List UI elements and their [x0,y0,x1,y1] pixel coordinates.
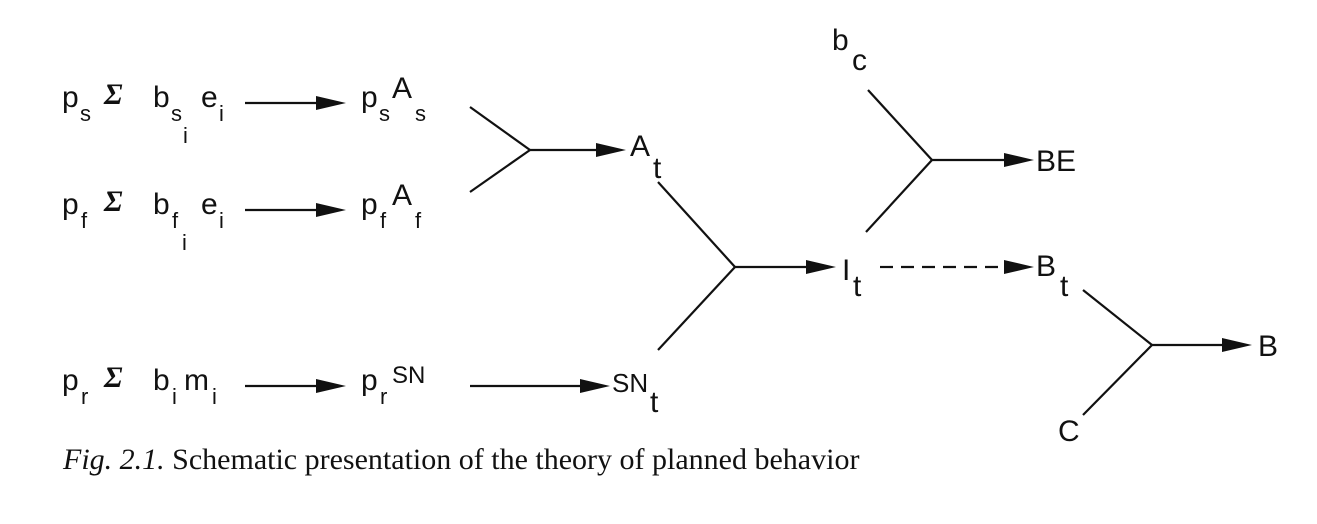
svg-text:BE: BE [1036,145,1076,178]
figure-caption: Fig. 2.1. Schematic presentation of the … [63,443,859,477]
svg-text:f: f [380,208,387,233]
svg-text:e: e [201,188,218,221]
svg-text:t: t [650,386,659,419]
arrowhead [316,96,346,110]
node-At: A t [630,130,662,185]
svg-text:t: t [1060,270,1069,303]
svg-text:s: s [379,101,390,126]
edge-It-join [865,159,933,233]
node-pr-sum-bi-mi: p r Σ b i m i [62,361,217,409]
node-pf-sum-bfi-ei: p f Σ b f i e i [62,185,224,255]
svg-text:B: B [1258,330,1278,363]
node-Bt: B t [1036,250,1069,303]
edge-Bt-join [1082,289,1153,346]
svg-text:SN: SN [392,362,425,389]
svg-text:A: A [392,72,412,105]
node-ps-sum-bsi-ei: p s Σ b s i e i [62,78,224,148]
svg-text:i: i [172,384,177,409]
svg-text:p: p [361,188,378,221]
svg-text:b: b [153,364,170,397]
node-It: I t [842,254,862,303]
svg-text:i: i [219,101,224,126]
svg-text:p: p [361,364,378,397]
sigma-symbol: Σ [103,361,123,394]
arrowhead [1004,260,1034,274]
arrowhead [580,379,610,393]
svg-text:i: i [219,208,224,233]
svg-text:b: b [153,188,170,221]
svg-text:m: m [184,364,209,397]
node-BE: BE [1036,145,1076,178]
arrowhead [316,203,346,217]
arrowhead [1004,153,1034,167]
figure-label: Fig. 2.1. [63,443,165,476]
arrowhead [1222,338,1252,352]
sigma-symbol: Σ [103,185,123,218]
svg-text:SN: SN [612,368,648,398]
arrowhead [806,260,836,274]
svg-text:r: r [81,384,88,409]
svg-text:p: p [361,81,378,114]
svg-text:f: f [81,208,88,233]
edge-psAs-join [469,106,531,151]
edge-bc-join [867,89,933,161]
arrowhead [596,143,626,157]
edge-C-join [1082,344,1153,416]
svg-text:t: t [653,152,662,185]
sigma-symbol: Σ [103,78,123,111]
svg-text:c: c [852,44,867,77]
svg-text:f: f [415,208,422,233]
node-psAs: p s A s [361,72,426,126]
arrowhead [316,379,346,393]
edge-pfAf-join [469,149,531,193]
svg-text:e: e [201,81,218,114]
svg-text:t: t [853,270,862,303]
svg-text:i: i [212,384,217,409]
node-prSN: p r SN [361,362,425,409]
svg-text:B: B [1036,250,1056,283]
svg-text:p: p [62,188,79,221]
node-bc: b c [832,24,867,77]
node-B: B [1258,330,1278,363]
svg-text:s: s [171,101,182,126]
node-text: p [62,81,79,114]
svg-text:I: I [842,254,850,287]
node-SNt: SN t [612,368,659,419]
node-C: C [1058,415,1080,448]
edge-SNt-join [657,266,736,351]
svg-text:b: b [153,81,170,114]
svg-text:i: i [182,230,187,255]
node-pfAf: p f A f [361,179,422,233]
svg-text:b: b [832,24,849,57]
svg-text:C: C [1058,415,1080,448]
svg-text:A: A [630,130,650,163]
svg-text:A: A [392,179,412,212]
svg-text:s: s [415,101,426,126]
svg-text:i: i [183,123,188,148]
svg-text:r: r [380,384,387,409]
svg-text:s: s [80,101,91,126]
caption-text: Schematic presentation of the theory of … [172,443,860,476]
edge-At-join [657,181,736,268]
svg-text:p: p [62,364,79,397]
svg-text:f: f [172,208,179,233]
